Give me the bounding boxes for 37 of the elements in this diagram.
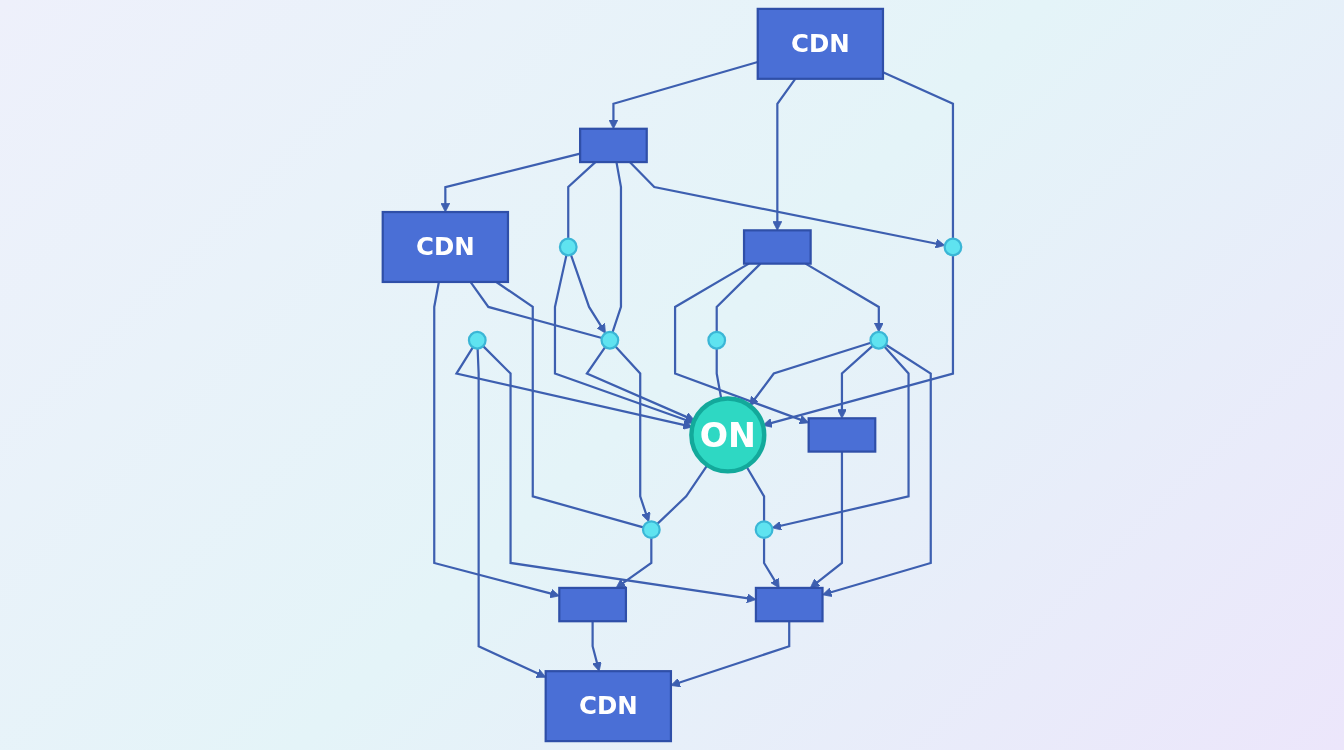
node-box: CDN (544, 670, 673, 743)
node-box (742, 229, 812, 265)
node-circle (641, 520, 661, 540)
node-box: CDN (756, 7, 885, 80)
connector (469, 281, 603, 340)
node-circle (467, 330, 487, 350)
node-circle (943, 237, 963, 257)
arrow (585, 346, 695, 422)
arrow (433, 281, 560, 599)
node-box (558, 586, 628, 623)
arrow (670, 621, 791, 688)
arrow (749, 341, 872, 407)
arrow (804, 262, 884, 333)
arrow (615, 537, 653, 589)
node-box (807, 417, 877, 453)
node-box (754, 586, 824, 623)
arrow (454, 346, 693, 430)
node-circle (869, 330, 889, 350)
node-circle (754, 520, 774, 540)
arrow (771, 345, 910, 531)
arrow (772, 78, 797, 231)
arrow (440, 152, 581, 213)
node-circle: ON (689, 396, 767, 474)
node-box: CDN (381, 210, 510, 284)
connector (495, 281, 644, 529)
arrow (569, 254, 606, 334)
node-circle (600, 330, 620, 350)
arrow (822, 343, 932, 597)
arrow (837, 345, 874, 419)
node-circle (558, 237, 578, 257)
arrow (591, 621, 602, 672)
connector (882, 71, 955, 239)
arrow (553, 254, 694, 425)
node-circle (707, 330, 727, 350)
arrow (614, 345, 651, 523)
connector (656, 464, 709, 525)
node-box (579, 127, 648, 164)
